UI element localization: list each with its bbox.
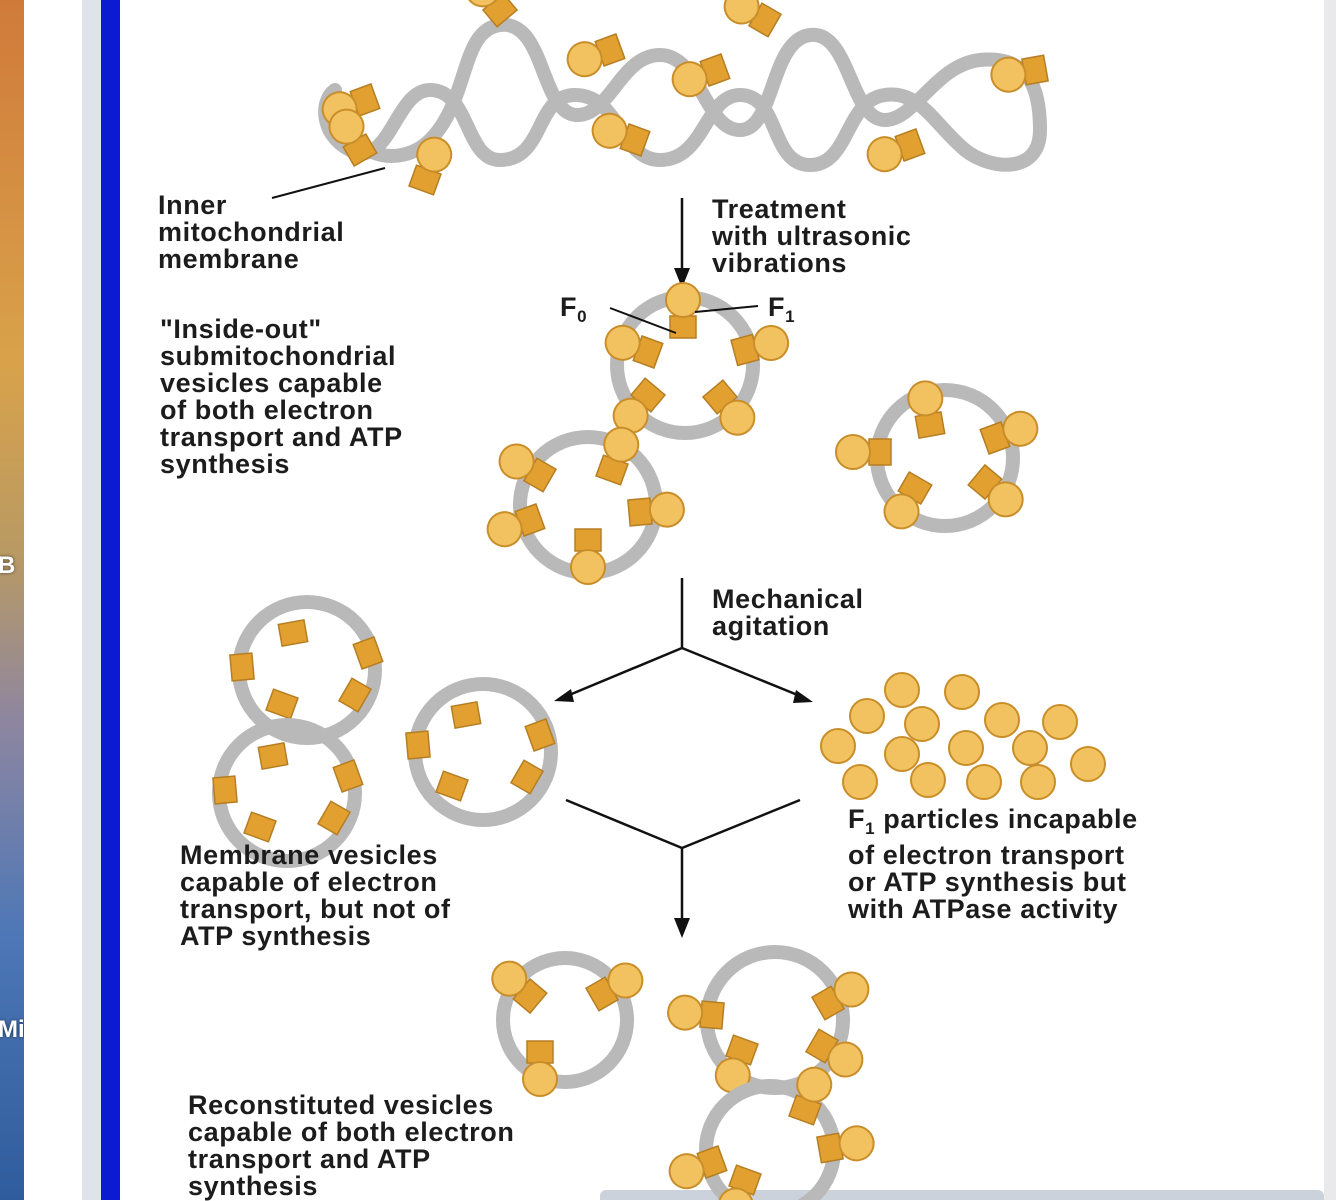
membrane-vesicle	[405, 677, 558, 827]
label-ultrasonic-treatment: Treatment with ultrasonic vibrations	[712, 194, 912, 278]
f1-pointer	[694, 305, 759, 313]
label-inside-out-vesicles: "Inside-out" submitochondrial vesicles c…	[160, 314, 403, 479]
membrane-vesicle	[229, 595, 384, 745]
arrow-reconstitution	[565, 798, 683, 850]
label-f0: F0	[560, 292, 588, 327]
membrane-vesicle	[212, 718, 364, 868]
label-membrane-vesicles: Membrane vesicles capable of electron tr…	[180, 840, 451, 951]
image-blue-border	[101, 0, 120, 1200]
label-mechanical-agitation: Mechanical agitation	[712, 584, 864, 641]
f1-particles	[820, 672, 1106, 800]
desktop-icon-label: Mi	[0, 1016, 24, 1043]
inside-out-vesicle	[835, 377, 1044, 536]
inside-out-vesicle	[481, 421, 687, 585]
reconstituted-vesicle	[484, 951, 650, 1097]
inside-out-vesicle	[599, 282, 793, 443]
membrane-atp-synthase-particles	[316, 0, 1050, 198]
reconstituted-vesicle	[665, 945, 876, 1099]
desktop-icon-label: B	[0, 552, 16, 579]
inner-membrane	[318, 17, 1047, 172]
window-right-edge	[1324, 0, 1336, 1200]
label-f1: F1	[768, 292, 796, 327]
window-bottom-shadow	[600, 1190, 1324, 1200]
inner-membrane-pointer	[271, 167, 386, 199]
window-frame	[82, 0, 102, 1200]
label-inner-membrane: Inner mitochondrial membrane	[158, 190, 345, 274]
label-reconstituted-vesicles: Reconstituted vesicles capable of both e…	[188, 1090, 515, 1201]
window-gap	[24, 0, 82, 1200]
desktop-background: B Mi	[0, 0, 24, 1200]
reconstituted-vesicle	[663, 1061, 878, 1200]
f0-pointer	[609, 307, 677, 334]
label-f1-particles: F1 particles incapable of electron trans…	[848, 804, 1138, 924]
